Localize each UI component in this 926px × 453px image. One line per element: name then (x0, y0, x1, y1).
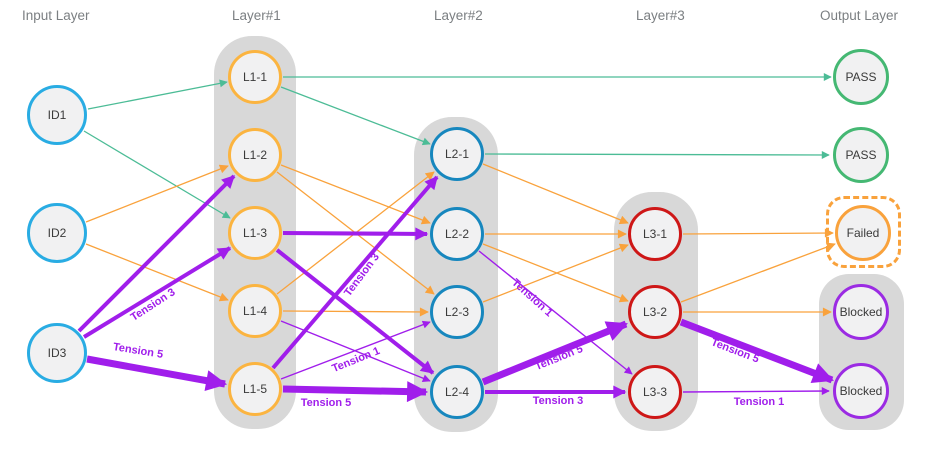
node-l2-3[interactable]: L2-3 (430, 285, 484, 339)
edge-l2-1-l3-1 (482, 163, 629, 225)
edge-id3-l1-2 (77, 174, 236, 333)
node-l1-1[interactable]: L1-1 (228, 50, 282, 104)
edge-label-tension1-layer3: Tension 1 (733, 396, 785, 408)
edge-l1-1-l2-1 (280, 86, 431, 146)
node-l2-1[interactable]: L2-1 (430, 127, 484, 181)
edge-id3-l1-3-tension3 (82, 246, 232, 339)
node-pass-2[interactable]: PASS (833, 127, 889, 183)
node-l1-3[interactable]: L1-3 (228, 206, 282, 260)
edge-l2-3-l3-1 (482, 243, 629, 303)
edge-l2-4-l3-2-tension5 (481, 320, 628, 386)
column-title-layer1: Layer#1 (232, 8, 281, 23)
edge-id2-l1-2 (85, 164, 229, 223)
edge-l3-2-blocked2-tension5 (679, 318, 834, 384)
edge-l1-3-l2-4 (275, 248, 435, 375)
edge-l2-2-l3-2 (482, 243, 629, 303)
edge-l1-4-l2-4 (280, 320, 431, 383)
edge-l3-2-failed (680, 242, 836, 303)
node-id3[interactable]: ID3 (27, 323, 87, 383)
node-l1-4[interactable]: L1-4 (228, 284, 282, 338)
edge-l1-5-l2-1-tension3 (271, 175, 439, 370)
edge-id3-l1-5-tension5 (86, 355, 228, 391)
edge-l1-2-l2-2 (280, 164, 431, 225)
node-blocked-2[interactable]: Blocked (833, 363, 889, 419)
edge-l2-2-l3-3-tension1 (478, 250, 633, 375)
node-l3-3[interactable]: L3-3 (628, 365, 682, 419)
edge-l3-3-blocked2-tension1 (682, 387, 830, 396)
node-l2-2[interactable]: L2-2 (430, 207, 484, 261)
node-l2-4[interactable]: L2-4 (430, 365, 484, 419)
node-failed[interactable]: Failed (835, 205, 891, 261)
node-id1[interactable]: ID1 (27, 85, 87, 145)
node-l1-5[interactable]: L1-5 (228, 362, 282, 416)
node-id2[interactable]: ID2 (27, 203, 87, 263)
edge-l1-5-l2-4-tension5 (282, 381, 429, 403)
edge-l3-1-failed (682, 228, 834, 238)
column-title-output-layer: Output Layer (820, 8, 899, 23)
node-blocked-1[interactable]: Blocked (833, 284, 889, 340)
edge-id1-l1-1 (87, 79, 228, 110)
node-l3-1[interactable]: L3-1 (628, 207, 682, 261)
node-l3-2[interactable]: L3-2 (628, 285, 682, 339)
node-pass-1[interactable]: PASS (833, 49, 889, 105)
column-title-layer3: Layer#3 (636, 8, 685, 23)
edge-l1-3-l2-2 (282, 227, 429, 241)
edge-l2-1-pass2 (484, 150, 830, 159)
column-title-layer2: Layer#2 (434, 8, 483, 23)
column-title-input-layer: Input Layer (22, 8, 90, 23)
edge-label-tension5-layer1: Tension 5 (300, 397, 352, 409)
edge-label-tension3-layer2: Tension 3 (532, 395, 584, 407)
node-l1-2[interactable]: L1-2 (228, 128, 282, 182)
edge-id2-l1-4 (85, 243, 229, 302)
